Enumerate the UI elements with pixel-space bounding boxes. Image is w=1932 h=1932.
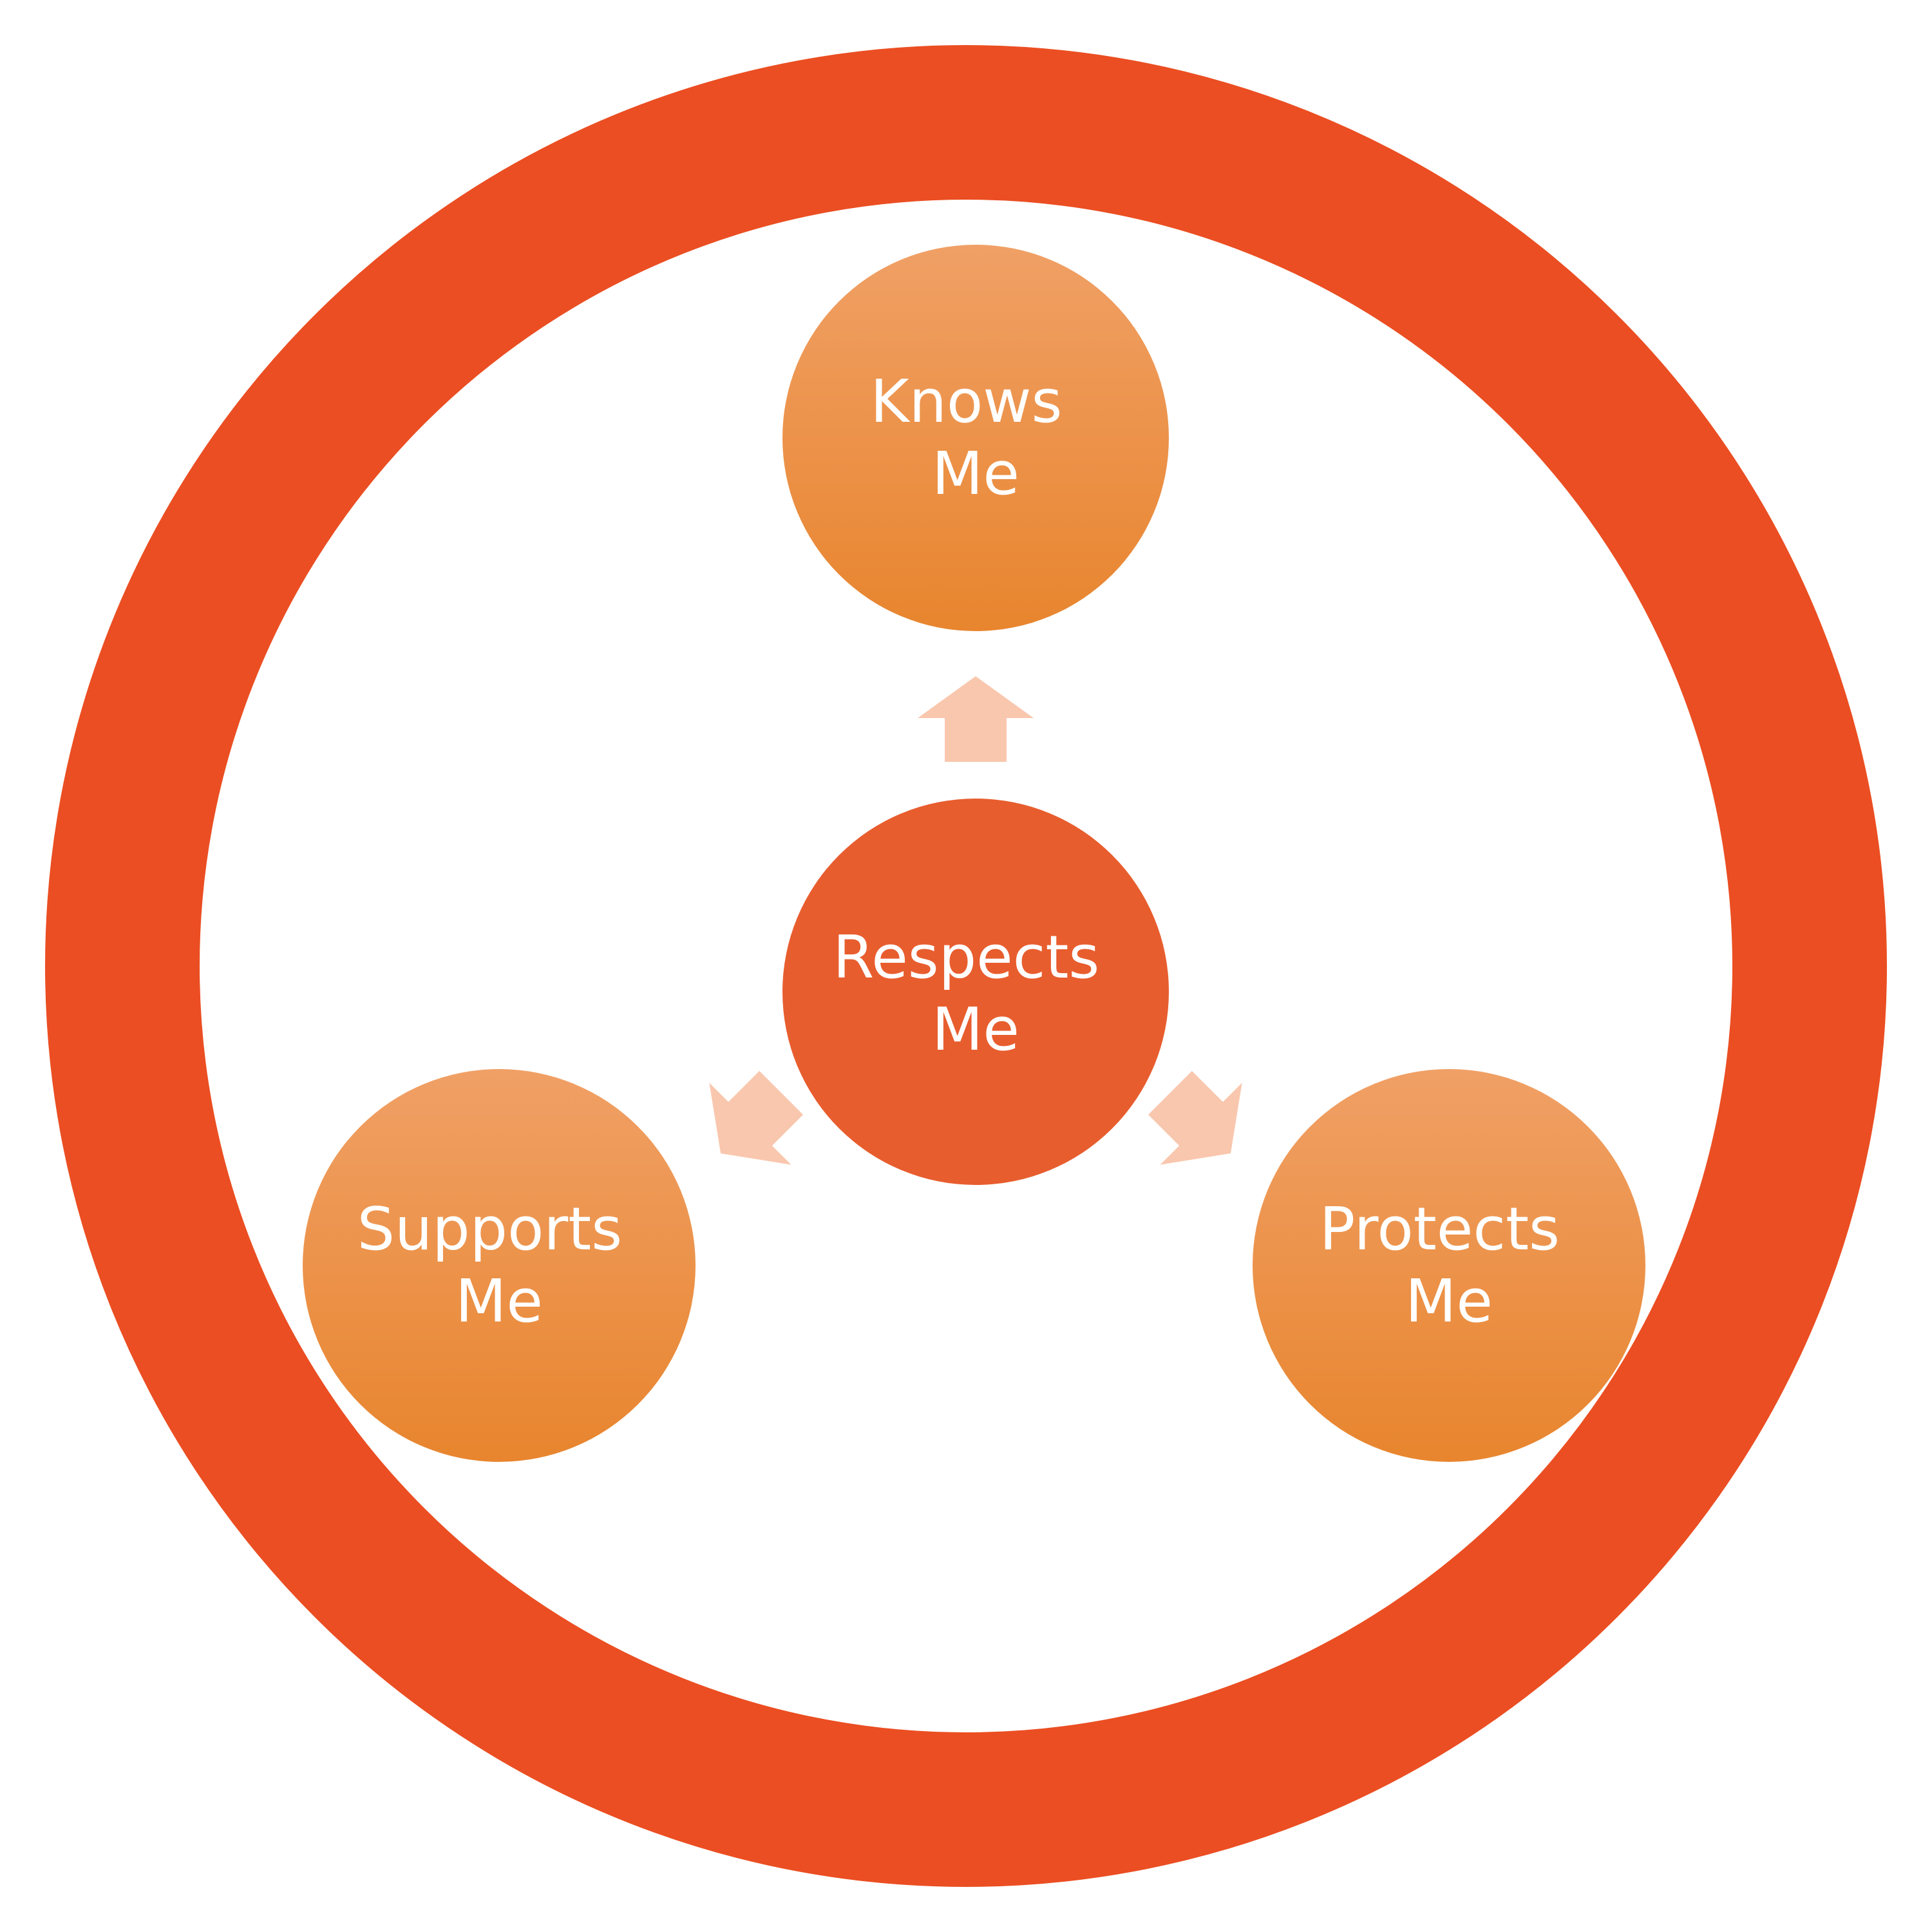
arrow-to-knows xyxy=(918,676,1034,762)
node-protects-line2: Me xyxy=(1405,1267,1493,1336)
up-arrow-icon xyxy=(918,676,1034,762)
node-supports-line1: Supports xyxy=(357,1195,623,1264)
node-protects-me: Protects Me xyxy=(1253,1069,1645,1462)
center-node: Respects Me xyxy=(782,799,1169,1185)
node-knows-label: Knows Me xyxy=(870,367,1081,508)
node-supports-line2: Me xyxy=(455,1267,543,1336)
arrow-to-protects xyxy=(1148,1070,1242,1165)
center-node-line1: Respects xyxy=(833,923,1099,992)
down-right-arrow-icon xyxy=(1148,1070,1242,1165)
node-supports-circle xyxy=(303,1069,696,1462)
node-knows-circle xyxy=(782,245,1169,631)
node-protects-circle xyxy=(1253,1069,1645,1462)
center-node-label: Respects Me xyxy=(833,923,1118,1064)
node-protects-label: Protects Me xyxy=(1320,1195,1578,1336)
down-left-arrow-icon xyxy=(709,1070,804,1165)
node-protects-line1: Protects xyxy=(1320,1195,1560,1264)
center-node-circle xyxy=(782,799,1169,1185)
node-supports-label: Supports Me xyxy=(357,1195,641,1336)
node-knows-line1: Knows xyxy=(870,367,1062,436)
node-knows-me: Knows Me xyxy=(782,245,1169,631)
arrow-to-supports xyxy=(709,1070,804,1165)
outer-ring xyxy=(45,45,1887,1887)
center-node-line2: Me xyxy=(932,995,1019,1064)
node-knows-line2: Me xyxy=(932,439,1019,508)
node-supports-me: Supports Me xyxy=(303,1069,696,1462)
